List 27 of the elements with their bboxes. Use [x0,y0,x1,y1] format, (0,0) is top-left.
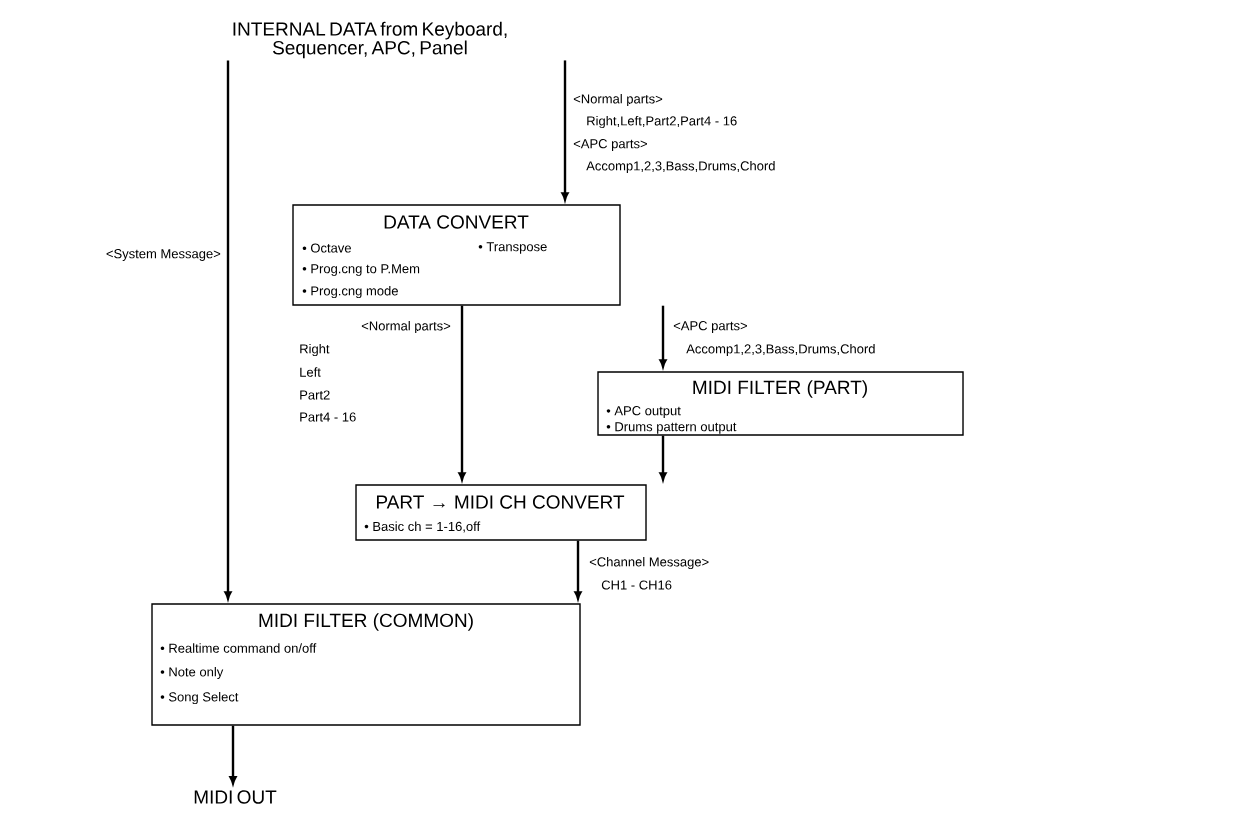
edge-label: <Normal parts> [573,93,663,107]
list-label: Part2 [300,390,330,400]
arrow [574,540,582,600]
edge-label: <APC parts> [673,321,747,333]
arrow [659,435,667,481]
edge-label: <Channel Message> [589,556,709,570]
list-label: Part4 - 16 [300,412,356,422]
arrow [458,305,466,481]
list-label: Left [300,367,321,377]
list-label: Accomp1,2,3,Bass,Drums,Chord [586,160,775,174]
process-box: MIDI FILTER (PART) • APC output • Drums pattern output [597,371,964,436]
edge-label: <System Message> [106,249,221,261]
process-box: MIDI FILTER (COMMON) • Realtime command on/off • Note only • Song Select [151,603,581,726]
edge-label: <Normal parts> [361,320,451,334]
flow-text: MIDI OUT [194,790,277,804]
list-label: Right,Left,Part2,Part4 - 16 [587,115,737,129]
arrow [224,60,232,600]
list-label: CH1 - CH16 [601,580,672,590]
list-label: Right [300,343,330,357]
arrow [229,725,237,785]
arrow [561,60,569,201]
list-label: <APC parts> [573,139,647,151]
arrow [659,305,667,368]
process-box: DATA CONVERT • Octave • Prog.cng to P.Mem • Prog.cng mode • Transpose [292,204,621,306]
process-box: PART → MIDI CH CONVERT • Basic ch = 1-16,off [355,484,647,541]
flow-text: INTERNAL DATA from Keyboard, Sequencer, APC, Panel [233,21,507,59]
list-label: Accomp1,2,3,Bass,Drums,Chord [686,343,875,357]
